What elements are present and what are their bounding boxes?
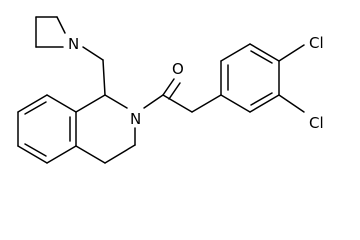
bond: [46, 145, 77, 164]
bond: [162, 78, 175, 96]
chlorine-lower-label: Cl: [309, 114, 324, 132]
bond: [278, 44, 305, 62]
bond: [102, 59, 106, 96]
bond: [82, 46, 104, 61]
chemical-structure: N N O Cl Cl: [17, 16, 324, 164]
bond: [249, 94, 280, 113]
bond: [162, 94, 193, 113]
benzo-ring: [17, 94, 77, 164]
bond: [250, 92, 273, 106]
bond: [191, 94, 222, 113]
amide-group: [143, 78, 222, 113]
bond: [75, 94, 106, 113]
bond: [168, 82, 181, 100]
tetrahydro-ring: [75, 94, 136, 164]
ring-nitrogen-label: N: [130, 110, 141, 128]
bond: [278, 94, 305, 113]
bond: [46, 94, 77, 113]
dichlorophenyl-ring: [220, 43, 305, 113]
bond: [220, 43, 251, 62]
bond: [56, 16, 66, 34]
azetidine-nitrogen-label: N: [68, 35, 79, 53]
bond: [220, 94, 251, 113]
chlorine-upper-label: Cl: [309, 34, 324, 52]
bond: [143, 94, 164, 109]
bond: [24, 143, 47, 157]
azetidine-ring: [35, 16, 66, 48]
bond: [17, 145, 48, 164]
bond: [75, 145, 106, 164]
bond: [24, 101, 47, 115]
bond: [249, 43, 280, 62]
bond: [104, 94, 128, 109]
carbonyl-oxygen-label: O: [172, 60, 184, 78]
bond: [17, 94, 48, 113]
bond: [250, 50, 273, 64]
structure-canvas: N N O Cl Cl: [17, 16, 324, 164]
bond: [104, 144, 136, 164]
